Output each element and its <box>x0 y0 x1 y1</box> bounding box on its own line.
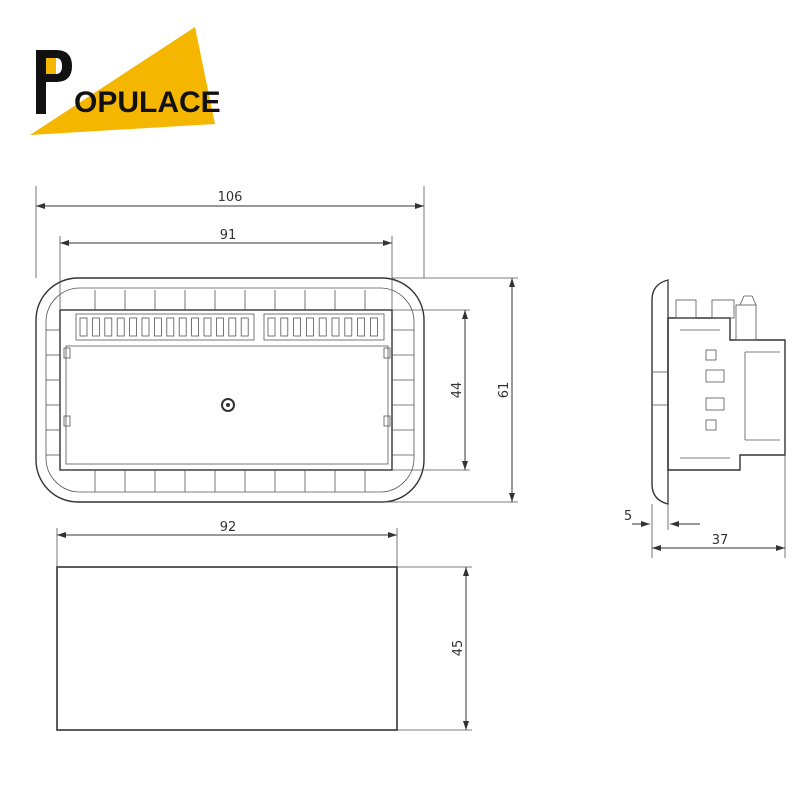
logo-p-mark <box>36 50 72 114</box>
label-92: 92 <box>220 520 237 535</box>
terminal-pin <box>318 317 327 337</box>
side-flange <box>651 279 669 505</box>
terminal-pin <box>357 317 366 337</box>
front-bezel-outer <box>35 277 425 503</box>
label-37: 37 <box>712 533 729 548</box>
front-housing <box>59 309 393 471</box>
terminal-pin <box>267 317 276 337</box>
front-view <box>35 277 425 503</box>
terminal-pin <box>166 317 175 337</box>
dimension-front-width-inner: 91 <box>59 228 393 310</box>
terminal-pin <box>92 317 100 337</box>
brand-logo: OPULACE <box>30 27 221 135</box>
terminal-pin <box>344 317 353 337</box>
label-91: 91 <box>220 228 237 243</box>
terminal-pin <box>369 317 378 337</box>
dimension-side-flange: 5 <box>624 504 700 558</box>
terminal-block <box>75 313 385 341</box>
side-view <box>651 279 786 505</box>
front-housing-inner <box>65 345 389 465</box>
label-61: 61 <box>497 382 512 399</box>
bezel-ribs <box>46 290 414 492</box>
terminal-pin <box>178 317 187 337</box>
dimension-front-height-outer: 61 <box>360 277 518 503</box>
cutout-view <box>56 566 398 731</box>
terminal-pin <box>240 317 249 337</box>
terminal-pin <box>104 317 113 337</box>
terminal-pin <box>293 317 302 337</box>
front-bezel-inner <box>45 287 415 493</box>
dimension-cutout-width: 92 <box>56 520 398 567</box>
dimension-front-height-inner: 44 <box>392 309 470 471</box>
terminal-pin <box>191 317 200 337</box>
terminal-pin <box>129 317 138 337</box>
terminal-pin <box>305 317 314 337</box>
dimension-cutout-height: 45 <box>397 566 472 731</box>
dimension-front-width-outer: 106 <box>35 186 425 278</box>
label-5: 5 <box>624 509 632 524</box>
terminal-pin <box>331 317 340 337</box>
center-mounting-hole <box>221 398 235 412</box>
terminal-pin <box>116 317 125 337</box>
terminal-pin <box>203 317 212 337</box>
label-106: 106 <box>218 190 243 205</box>
terminal-pin <box>141 317 150 337</box>
logo-triangle <box>30 27 215 135</box>
label-44: 44 <box>450 382 465 399</box>
label-45: 45 <box>451 640 466 657</box>
dimension-side-depth: 37 <box>652 455 786 558</box>
terminal-pin <box>228 317 237 337</box>
terminal-pin <box>153 317 162 337</box>
brand-name: OPULACE <box>74 86 221 119</box>
side-body <box>667 317 786 471</box>
terminal-pin <box>79 317 88 337</box>
terminal-pin <box>215 317 224 337</box>
panel-cutout <box>56 566 398 731</box>
terminal-pin <box>280 317 289 337</box>
